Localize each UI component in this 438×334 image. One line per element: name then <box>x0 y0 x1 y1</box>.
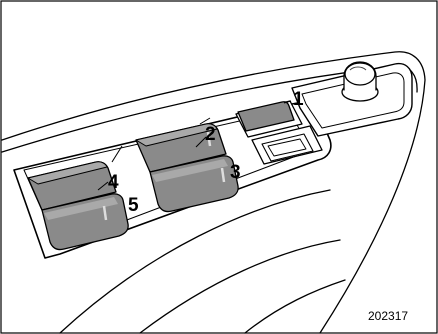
callout-2: 2 <box>205 124 216 145</box>
callout-3: 3 <box>230 162 241 183</box>
callout-5: 5 <box>128 195 139 216</box>
callout-4: 4 <box>108 172 119 193</box>
mirror-control-knob <box>342 62 378 101</box>
figure-number: 202317 <box>368 309 408 323</box>
callout-1: 1 <box>293 89 304 110</box>
